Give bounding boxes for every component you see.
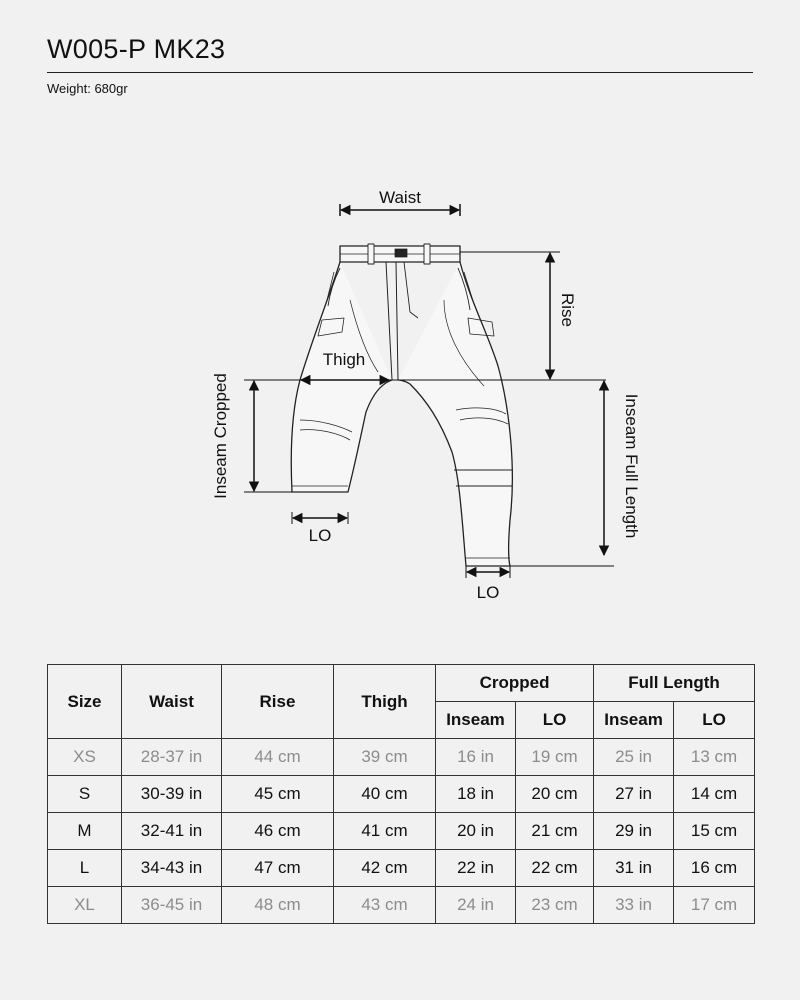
cell-rise: 44 cm <box>221 738 334 776</box>
cell-rise: 47 cm <box>221 849 334 887</box>
header-thigh: Thigh <box>333 664 436 739</box>
label-inseam-cropped: Inseam Cropped <box>211 373 230 499</box>
cell-size: M <box>47 812 122 850</box>
cell-waist: 30-39 in <box>121 775 222 813</box>
cell-rise: 48 cm <box>221 886 334 924</box>
cell-crop-lo: 21 cm <box>514 812 595 850</box>
cell-waist: 34-43 in <box>121 849 222 887</box>
pants-measurement-diagram: Waist Rise Thigh Inseam Cropped Inseam F… <box>211 188 641 602</box>
cell-crop-inseam: 20 in <box>435 812 516 850</box>
cell-full-lo: 15 cm <box>673 812 756 850</box>
header-rise: Rise <box>221 664 334 739</box>
cell-rise: 45 cm <box>221 775 334 813</box>
cell-thigh: 42 cm <box>333 849 436 887</box>
cell-waist: 36-45 in <box>121 886 222 924</box>
cell-thigh: 39 cm <box>333 738 436 776</box>
cell-crop-inseam: 16 in <box>435 738 516 776</box>
cell-crop-lo: 22 cm <box>514 849 595 887</box>
cell-full-lo: 13 cm <box>673 738 756 776</box>
table-row: M 32-41 in 46 cm 41 cm 20 in 21 cm 29 in… <box>47 812 756 850</box>
table-row: XL 36-45 in 48 cm 43 cm 24 in 23 cm 33 i… <box>47 886 756 924</box>
label-rise: Rise <box>558 293 577 327</box>
cell-crop-inseam: 24 in <box>435 886 516 924</box>
cell-crop-inseam: 18 in <box>435 775 516 813</box>
cell-full-lo: 16 cm <box>673 849 756 887</box>
cell-crop-inseam: 22 in <box>435 849 516 887</box>
cell-size: S <box>47 775 122 813</box>
header-size: Size <box>47 664 122 739</box>
table-row: XS 28-37 in 44 cm 39 cm 16 in 19 cm 25 i… <box>47 738 756 776</box>
cell-full-inseam: 33 in <box>593 886 675 924</box>
header-cropped: Cropped <box>434 664 595 702</box>
header-full-inseam: Inseam <box>593 701 675 739</box>
header-waist: Waist <box>121 664 222 739</box>
header-cropped-inseam: Inseam <box>435 701 516 739</box>
cell-crop-lo: 23 cm <box>514 886 595 924</box>
cell-waist: 32-41 in <box>121 812 222 850</box>
header-full-lo: LO <box>673 701 756 739</box>
cell-full-lo: 14 cm <box>673 775 756 813</box>
header-full-length: Full Length <box>593 664 756 702</box>
cell-full-inseam: 29 in <box>593 812 675 850</box>
cell-full-inseam: 27 in <box>593 775 675 813</box>
product-title: W005-P MK23 <box>47 34 226 64</box>
cell-thigh: 41 cm <box>333 812 436 850</box>
cell-rise: 46 cm <box>221 812 334 850</box>
cell-waist: 28-37 in <box>121 738 222 776</box>
size-chart-table: Size Waist Rise Thigh Cropped Full Lengt… <box>47 664 756 924</box>
cell-size: XL <box>47 886 122 924</box>
label-waist: Waist <box>379 188 421 207</box>
cell-full-inseam: 31 in <box>593 849 675 887</box>
cell-size: XS <box>47 738 122 776</box>
product-weight: Weight: 680gr <box>47 81 128 96</box>
label-lo-full: LO <box>477 583 500 602</box>
title-divider <box>47 72 753 73</box>
cell-full-inseam: 25 in <box>593 738 675 776</box>
label-thigh: Thigh <box>323 350 366 369</box>
cell-thigh: 40 cm <box>333 775 436 813</box>
label-inseam-full: Inseam Full Length <box>622 394 641 539</box>
label-lo-cropped: LO <box>309 526 332 545</box>
cell-crop-lo: 19 cm <box>514 738 595 776</box>
cell-thigh: 43 cm <box>333 886 436 924</box>
table-row: L 34-43 in 47 cm 42 cm 22 in 22 cm 31 in… <box>47 849 756 887</box>
cell-size: L <box>47 849 122 887</box>
cell-crop-lo: 20 cm <box>514 775 595 813</box>
table-row: S 30-39 in 45 cm 40 cm 18 in 20 cm 27 in… <box>47 775 756 813</box>
cell-full-lo: 17 cm <box>673 886 756 924</box>
header-cropped-lo: LO <box>514 701 595 739</box>
